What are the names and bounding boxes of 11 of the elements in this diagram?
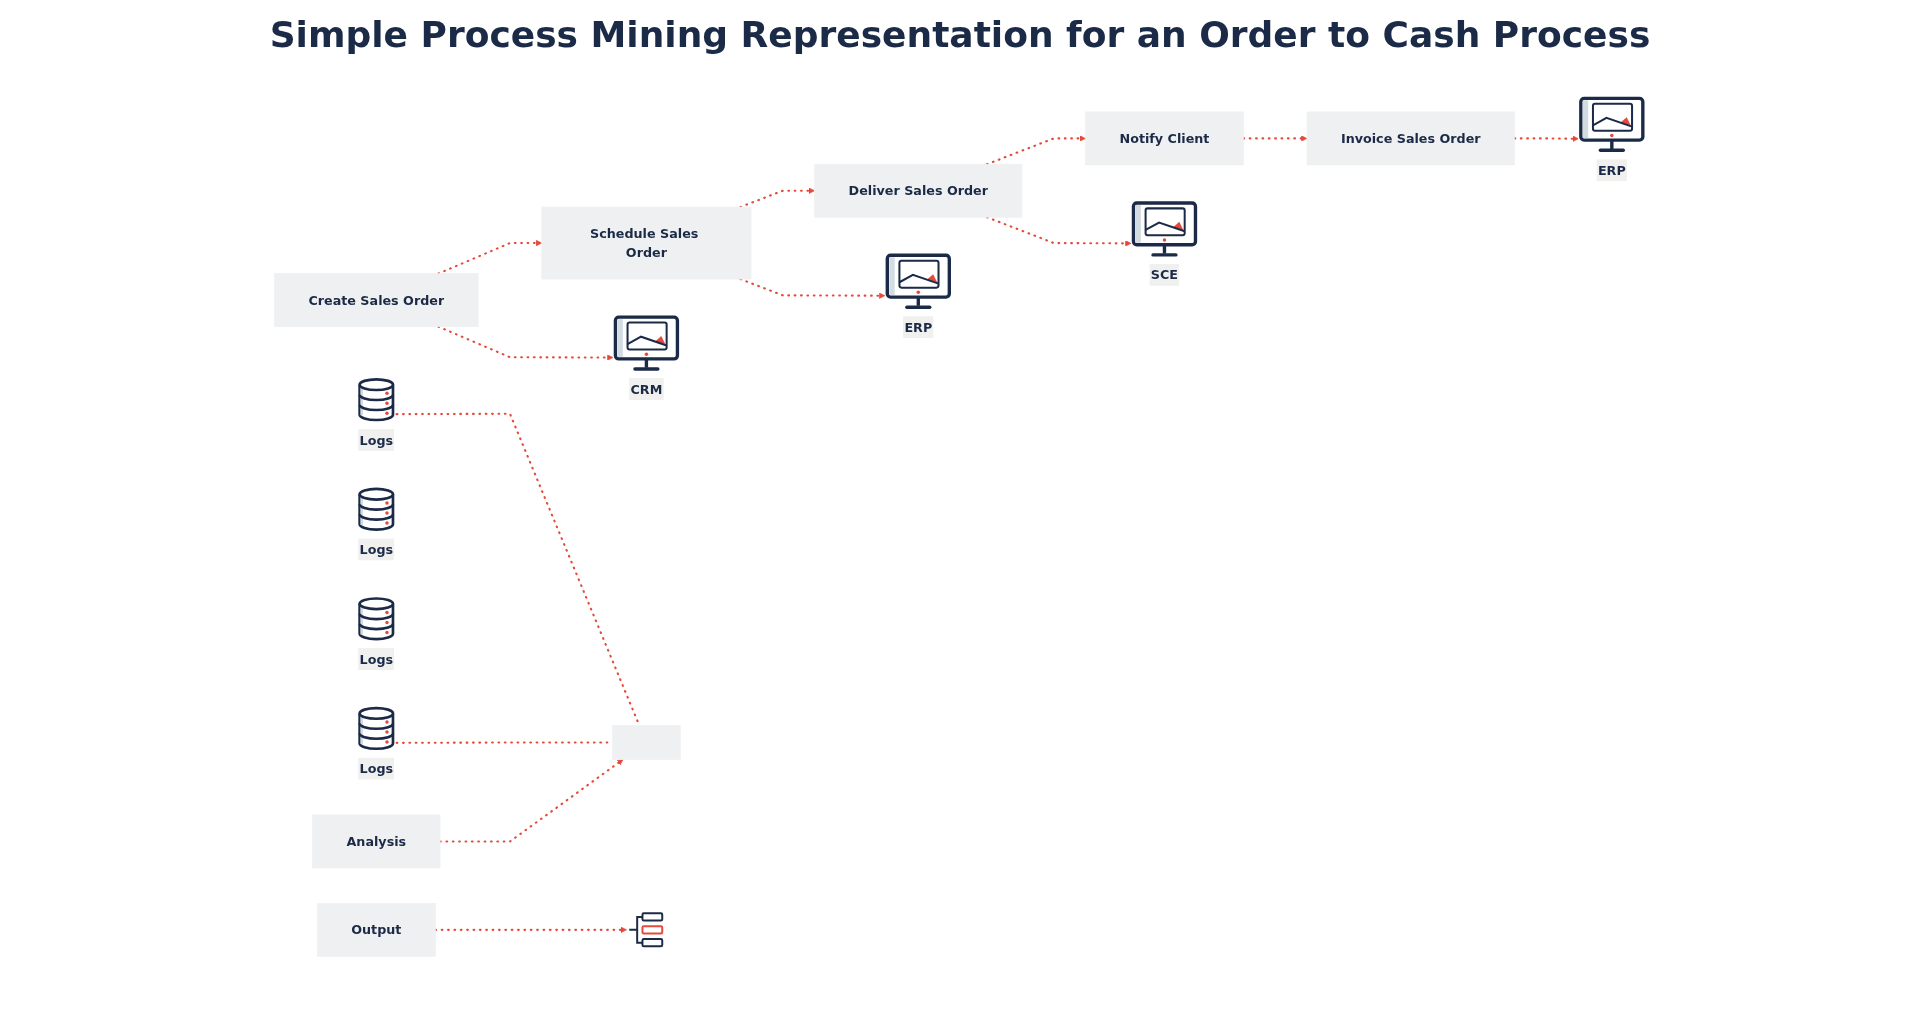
arrow <box>1513 135 1579 142</box>
arrow <box>1242 135 1308 142</box>
node-box: Create Sales Order <box>274 273 479 327</box>
node-box: Notify Client <box>1085 111 1244 166</box>
node-box: Output <box>316 902 436 957</box>
node-box: Deliver Sales Order <box>814 163 1023 218</box>
node-box: Schedule Sales Order <box>541 206 752 280</box>
node-box: Analysis <box>312 814 441 869</box>
node-box: Invoice Sales Order <box>1306 111 1515 166</box>
diagram-title: Simple Process Mining Representation for an Order to Cash Process <box>269 14 1651 55</box>
node-box <box>612 725 681 760</box>
